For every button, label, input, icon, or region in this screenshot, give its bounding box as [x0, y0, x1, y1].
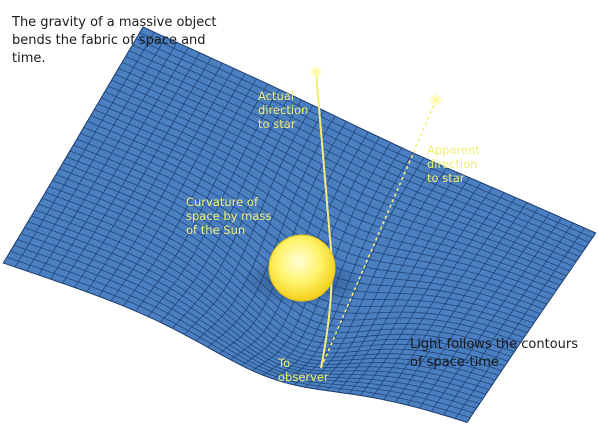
apparent-direction-ray	[320, 99, 437, 369]
gravity-caption-line: time.	[12, 51, 46, 66]
grid-line	[13, 244, 477, 409]
actual-direction-ray	[315, 71, 333, 369]
grid-line	[52, 180, 512, 357]
grid-line	[419, 212, 551, 409]
apparent-direction-label: Apparent direction to star	[427, 143, 497, 185]
grid-line	[27, 221, 490, 390]
curvature-label: Curvature of space by mass of the Sun	[186, 195, 281, 237]
light-caption: Light follows the contours of space-time	[410, 336, 590, 372]
grid-line	[59, 168, 518, 348]
grid-line	[431, 217, 562, 412]
apparent-star-icon	[430, 94, 442, 106]
grid-line	[17, 239, 480, 404]
actual-direction-label: Actual direction to star	[258, 89, 318, 131]
sun	[268, 234, 336, 302]
grid-line	[38, 203, 499, 376]
grid-line	[442, 222, 574, 416]
grid-line	[326, 172, 459, 391]
grid-line	[304, 162, 436, 388]
grid-line	[31, 215, 493, 386]
grid-line	[24, 227, 487, 395]
grid-line	[294, 157, 425, 386]
grid-line	[6, 256, 471, 419]
apparent-direction-label-line: to star	[427, 171, 465, 185]
grid-line	[283, 152, 414, 383]
gravity-caption: The gravity of a massive object bends th…	[12, 14, 312, 68]
light-caption-line: Light follows the contours	[410, 337, 579, 352]
actual-direction-label-line: to star	[258, 117, 296, 131]
apparent-direction-label-line: Apparent	[427, 143, 480, 157]
apparent-direction-label-line: direction	[427, 157, 478, 171]
grid-line	[454, 227, 585, 419]
gravity-caption-line: bends the fabric of space and	[12, 33, 206, 48]
grid-line	[34, 209, 496, 381]
grid-line	[20, 233, 483, 400]
grid-line	[315, 167, 447, 390]
grid-line	[55, 174, 515, 353]
observer-label-line: observer	[278, 370, 329, 384]
observer-label-line: To	[278, 356, 291, 370]
grid-line	[371, 192, 505, 398]
gravity-caption-line: The gravity of a massive object	[12, 15, 217, 30]
actual-star-icon	[310, 66, 322, 78]
grid-line	[337, 177, 470, 393]
actual-direction-label-line: direction	[258, 103, 309, 117]
light-caption-line: of space-time	[410, 355, 499, 370]
actual-direction-label-line: Actual	[258, 89, 295, 103]
observer-label: To observer	[278, 356, 348, 384]
curvature-label-line: space by mass	[186, 209, 272, 223]
grid-line	[45, 191, 505, 367]
grid-line	[407, 207, 539, 406]
curvature-label-line: Curvature of	[186, 195, 258, 209]
grid-line	[48, 186, 509, 362]
grid-line	[360, 187, 493, 396]
grid-line	[383, 197, 516, 400]
grid-line	[395, 202, 528, 403]
grid-line	[348, 182, 482, 394]
grid-line	[62, 162, 521, 343]
grid-line	[273, 147, 403, 380]
grid-line	[10, 250, 474, 414]
curvature-label-line: of the Sun	[186, 223, 246, 237]
grid-line	[41, 197, 502, 372]
